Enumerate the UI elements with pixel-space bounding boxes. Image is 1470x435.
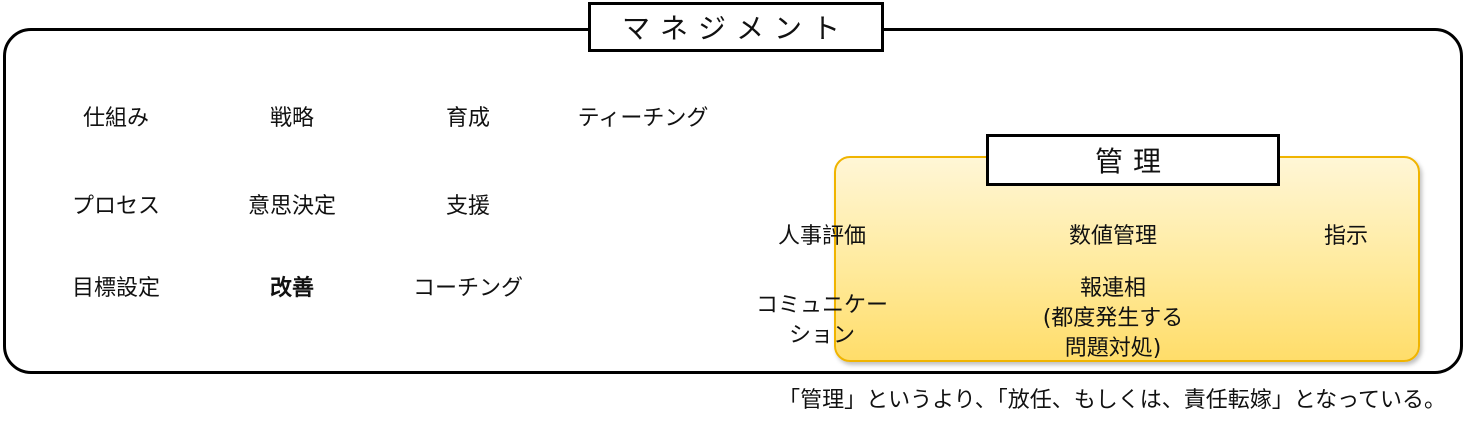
communication-line-1: コミュニケー xyxy=(755,293,889,318)
kanri-panel xyxy=(834,156,1420,362)
item-shien: 支援 xyxy=(445,194,491,219)
report-line-2: (都度発生する xyxy=(1042,306,1184,331)
item-process: プロセス xyxy=(71,194,161,219)
item-shikumi: 仕組み xyxy=(82,106,150,131)
management-title: マネジメント xyxy=(588,2,884,52)
item-senryaku: 戦略 xyxy=(269,106,315,131)
kanri-item-instruction: 指示 xyxy=(1323,224,1369,249)
kanri-item-report: 報連相 (都度発生する 問題対処) xyxy=(1043,274,1184,364)
item-mokuhyou-settei: 目標設定 xyxy=(71,276,161,301)
report-line-1: 報連相 xyxy=(1079,276,1146,301)
item-coaching: コーチング xyxy=(412,276,524,301)
item-teaching: ティーチング xyxy=(577,106,709,131)
kanri-item-numbers: 数値管理 xyxy=(1068,224,1158,249)
kanri-title: 管理 xyxy=(986,134,1280,186)
report-line-3: 問題対処) xyxy=(1064,336,1162,361)
footer-note: 「管理」というより、「放任、もしくは、責任転嫁」となっている。 xyxy=(778,388,1446,413)
kanri-item-communication: コミュニケー ション xyxy=(756,291,888,351)
item-ishikettei: 意思決定 xyxy=(247,194,337,219)
item-kaizen: 改善 xyxy=(269,276,315,301)
item-ikusei: 育成 xyxy=(445,106,491,131)
communication-line-2: ション xyxy=(788,323,856,348)
kanri-item-hr-eval: 人事評価 xyxy=(777,224,867,249)
